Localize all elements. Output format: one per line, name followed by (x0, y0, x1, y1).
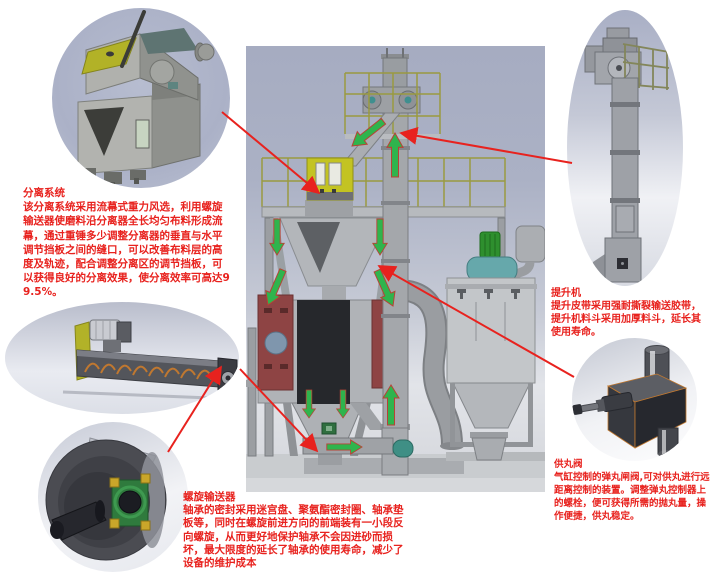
elevator-callout: 提升机 提升皮带采用强耐撕裂输送胶带，提升机料斗采用加厚料斗，延长其使用寿命。 (551, 287, 707, 339)
separator-box (305, 157, 354, 217)
shot-valve-callout-body: 气缸控制的弹丸闸阀,可对供丸进行远距离控制的装置。调整弹丸控制器上的螺栓，便可获… (554, 472, 710, 522)
screw-conveyor-drawing (62, 319, 238, 401)
screw-conveyor-callout: 螺旋输送器 轴承的密封采用迷宫盘、聚氨酯密封圈、轴承垫板等，同时在螺旋前进方向的… (183, 491, 409, 570)
bucket-elevator-drawing (584, 27, 670, 283)
bearing-seal-detail-illustration (38, 422, 188, 572)
shot-blast-machine-overview-illustration (246, 46, 545, 492)
screw-conveyor-callout-title: 螺旋输送器 (183, 491, 236, 503)
elevator-callout-title: 提升机 (551, 288, 581, 299)
machine-overview-drawing (246, 48, 545, 492)
separator-callout-title: 分离系统 (23, 187, 65, 199)
screw-conveyor-illustration (5, 302, 239, 414)
head-platform-railing (344, 72, 441, 134)
separator-machine-illustration (52, 8, 230, 188)
bucket-elevator-illustration (567, 10, 683, 286)
shot-valve-callout-title: 供丸阀 (554, 459, 583, 470)
bearing-detail-body (45, 437, 167, 561)
elevator-callout-body: 提升皮带采用强耐撕裂输送胶带，提升机料斗采用加厚料斗，延长其使用寿命。 (551, 301, 701, 338)
upper-hopper (270, 217, 395, 302)
bearing-detail-drawing (45, 437, 167, 561)
separator-callout-body: 该分离系统采用流幕式重力风选，利用螺旋输送器使磨料沿分离器全长均匀布料形成流幕，… (23, 201, 230, 299)
shot-valve-callout: 供丸阀 气缸控制的弹丸闸阀,可对供丸进行远距离控制的装置。调整弹丸控制器上的螺栓… (554, 458, 714, 523)
shot-feed-valve-illustration (572, 338, 697, 461)
shot-valve-drawing (572, 345, 688, 458)
shot-valve-body (572, 345, 688, 458)
bucket-elevator-body (584, 27, 670, 283)
screw-conveyor-callout-body: 轴承的密封采用迷宫盘、聚氨酯密封圈、轴承垫板等，同时在螺旋前进方向的前端装有一小… (183, 504, 404, 570)
separator-body (77, 10, 215, 187)
valve-air-cylinder (572, 391, 634, 415)
screw-conveyor-body (62, 319, 238, 401)
separator-callout: 分离系统 该分离系统采用流幕式重力风选，利用螺旋输送器使磨料沿分离器全长均匀布料… (23, 186, 231, 300)
separator-machine-drawing (77, 10, 215, 187)
